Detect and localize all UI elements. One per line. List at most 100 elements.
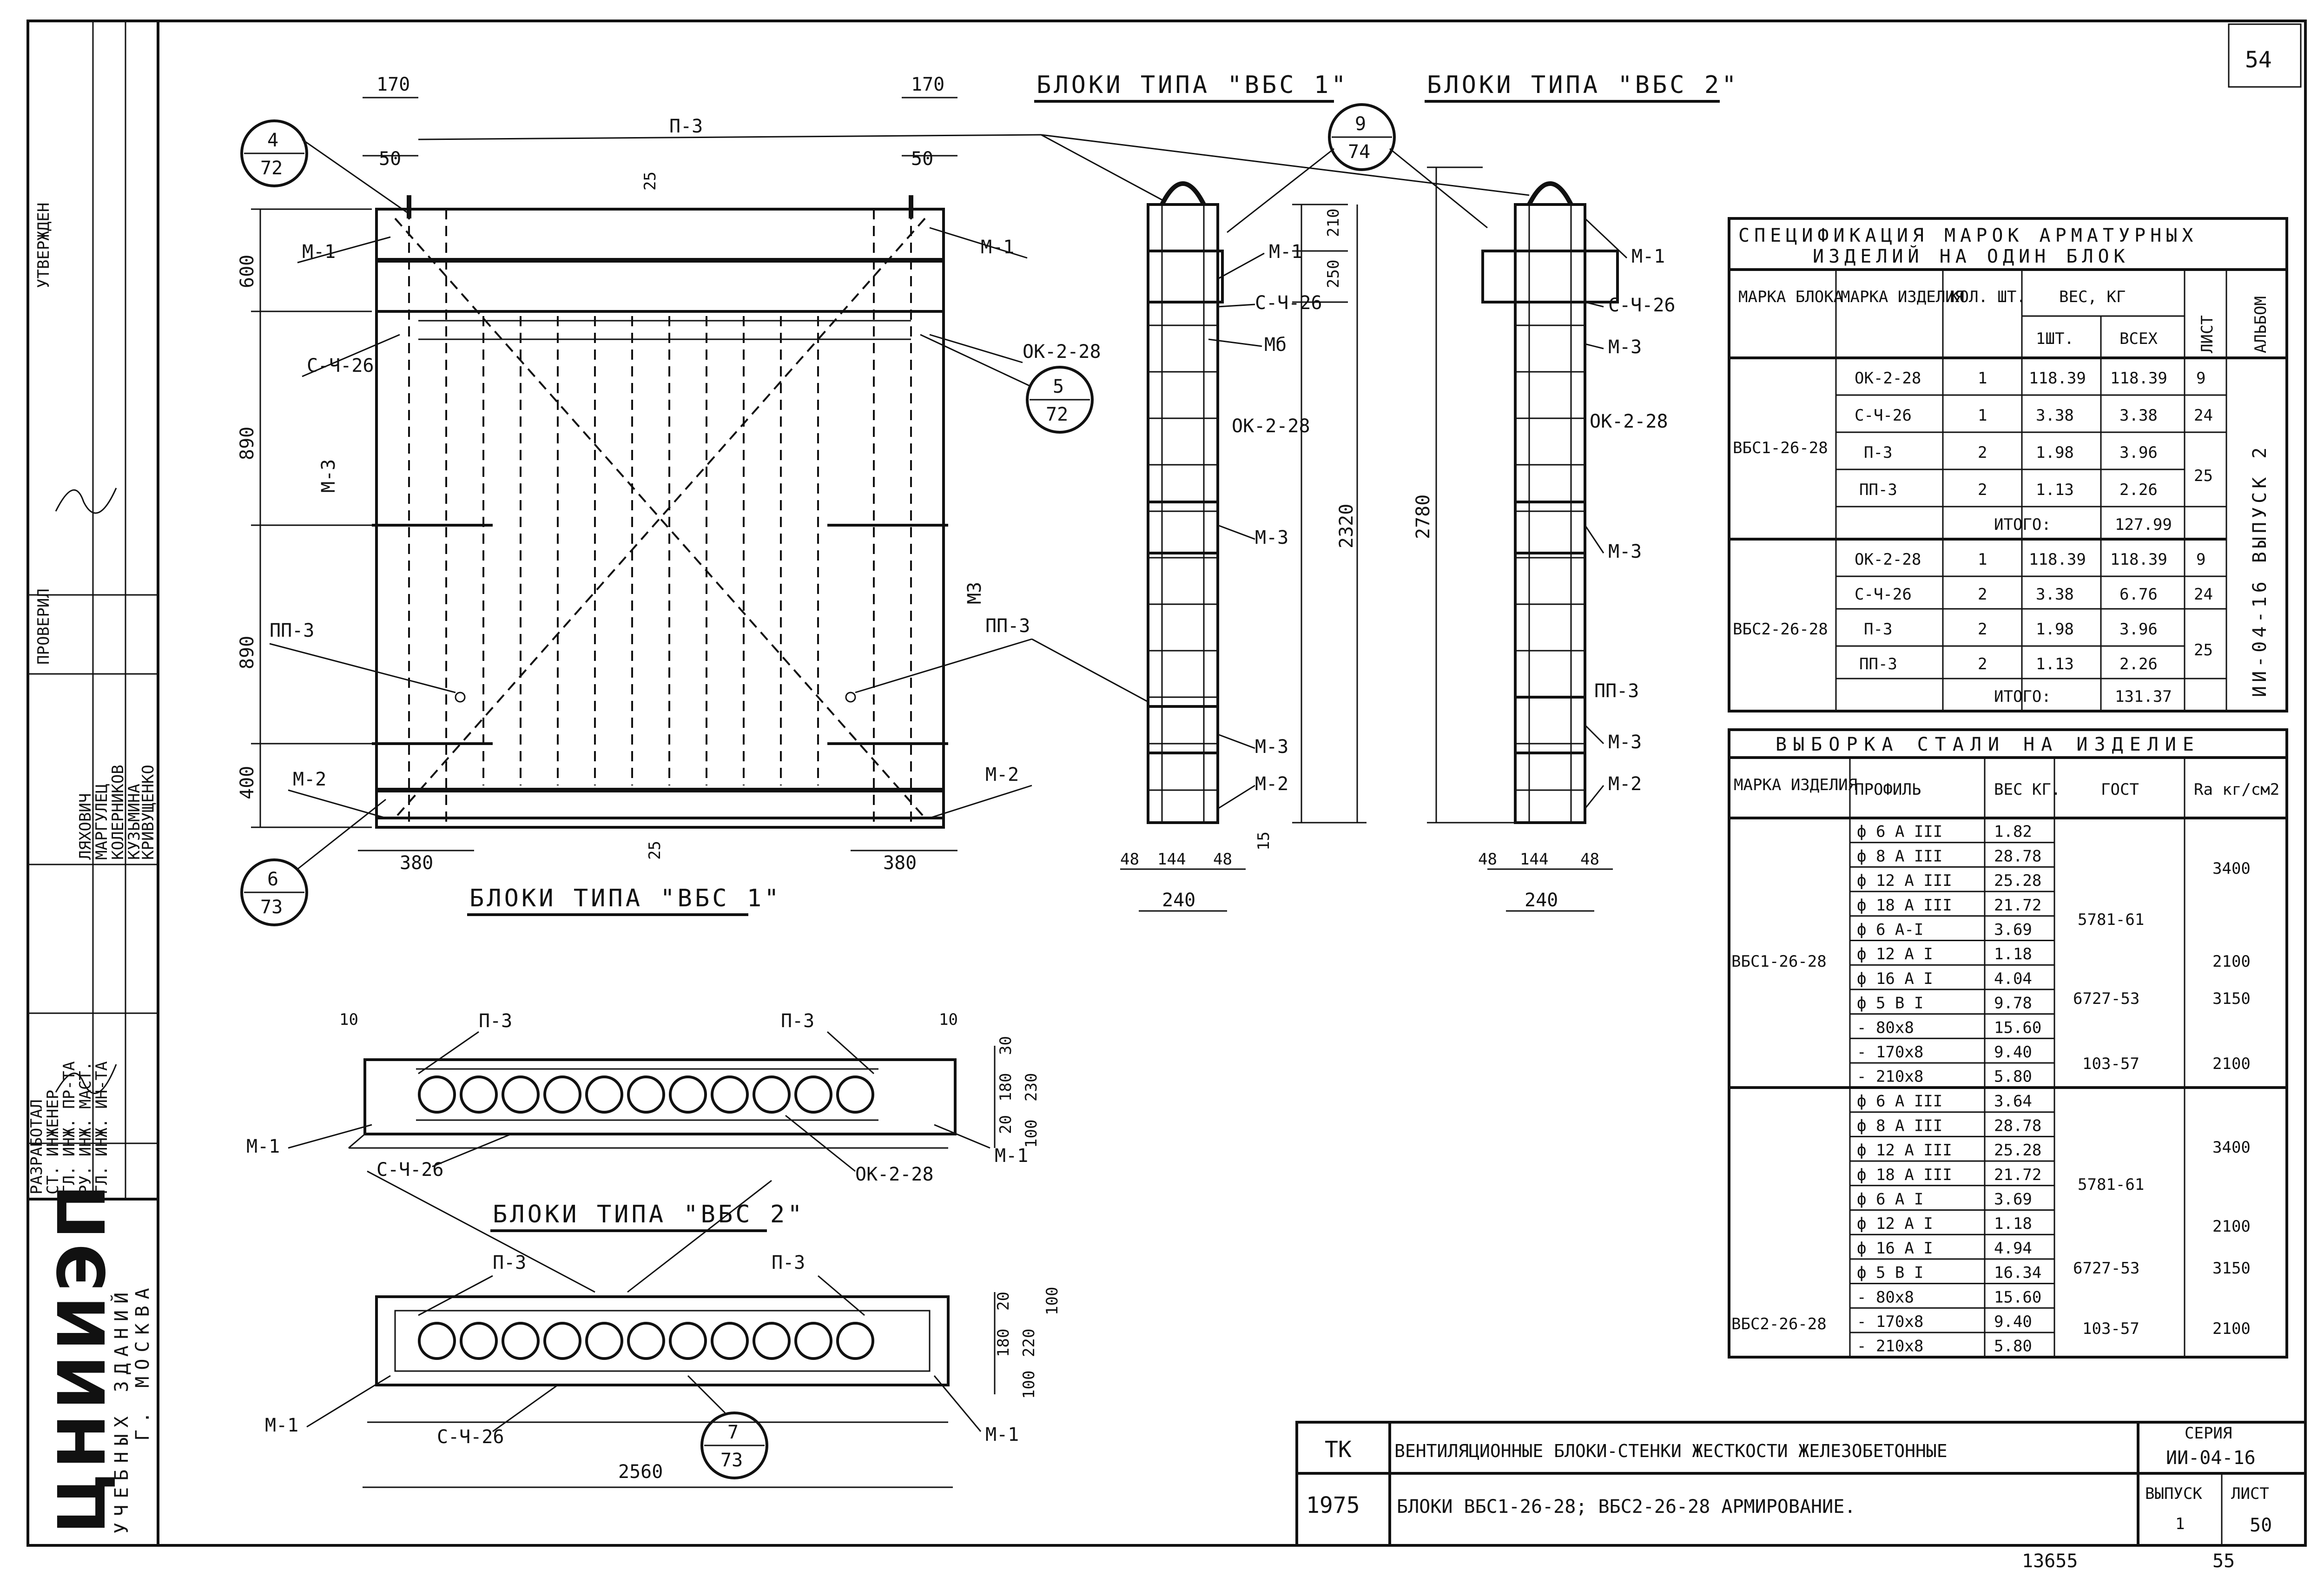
steel-row-profile: ф 12 А III xyxy=(1857,1141,1952,1160)
steel-row-weight: 21.72 xyxy=(1994,896,2041,915)
steel-row-profile: ф 16 А I xyxy=(1857,1239,1933,1258)
leader-p3 xyxy=(1041,134,1162,201)
dim-10-right: 10 xyxy=(939,1010,958,1029)
org-name: ЦНИИЭП xyxy=(45,1180,120,1534)
spec-table: СПЕЦИФИКАЦИЯ МАРОК АРМАТУРНЫХ ИЗДЕЛИЙ НА… xyxy=(1728,217,2288,712)
title-main: ВЕНТИЛЯЦИОННЫЕ БЛОКИ-СТЕНКИ ЖЕСТКОСТИ ЖЕ… xyxy=(1394,1441,1948,1461)
svg-text:2.26: 2.26 xyxy=(2119,481,2158,499)
spec-block-1: ВБС1-26-28 xyxy=(1733,439,1828,457)
spec-album-note: ИИ-04-16 ВЫПУСК 2 xyxy=(2249,444,2271,697)
steel-row-profile: ф 12 А I xyxy=(1857,1214,1933,1233)
sheet-number-top: 54 xyxy=(2245,47,2272,73)
steel-row-weight: 28.78 xyxy=(1994,1116,2041,1135)
spec-total-1: 127.99 xyxy=(2115,515,2172,534)
callout-6-73: 6 73 xyxy=(240,798,386,926)
stamp-role-2: СТ. ИНЖЕНЕР xyxy=(44,1090,62,1194)
plan-vbs2: 2560 20 180 220 100 100 П-3 П-3 М-1 М-1 … xyxy=(265,1170,1062,1488)
steel-row-weight: 4.04 xyxy=(1994,970,2032,988)
label-plan1-s426: С-Ч-26 xyxy=(376,1159,444,1181)
label-side2-ok228: ОК-2-28 xyxy=(1590,411,1668,432)
svg-text:2100: 2100 xyxy=(2212,1217,2251,1236)
dim-400: 400 xyxy=(237,766,258,799)
org-sub-2: Г. МОСКВА xyxy=(132,1281,153,1441)
svg-text:5781-61: 5781-61 xyxy=(2078,910,2144,929)
svg-text:ВСЕХ: ВСЕХ xyxy=(2119,330,2158,348)
svg-text:118.39: 118.39 xyxy=(2110,369,2167,388)
steel-row-weight: 25.28 xyxy=(1994,1141,2041,1160)
label-side2-m1: М-1 xyxy=(1631,246,1665,267)
svg-text:24: 24 xyxy=(2194,585,2213,604)
dim-2780: 2780 xyxy=(1413,495,1434,539)
stamp-role-4: РУ. ИНЖ. МАСТ. xyxy=(76,1061,95,1194)
label-p3: П-3 xyxy=(669,116,703,137)
steel-row-weight: 3.69 xyxy=(1994,921,2032,939)
dim-10-left: 10 xyxy=(339,1010,358,1029)
spec-total-2: 131.37 xyxy=(2115,687,2172,706)
heading-front-vbs1: БЛОКИ ТИПА "ВБС 1" xyxy=(1037,71,1349,99)
heading-front-vbs2: БЛОКИ ТИПА "ВБС 2" xyxy=(1427,71,1739,99)
dim-50-left: 50 xyxy=(379,148,401,170)
dim-210: 210 xyxy=(1324,209,1343,237)
steel-row-weight: 5.80 xyxy=(1994,1337,2032,1356)
stamp-name-3: КОЛЕРНИКОВ xyxy=(109,765,127,860)
label-side2-m2: М-2 xyxy=(1608,773,1642,795)
svg-text:1: 1 xyxy=(1978,369,1987,388)
svg-text:3150: 3150 xyxy=(2212,989,2251,1008)
title-sheet-label: ЛИСТ xyxy=(2231,1484,2269,1503)
label-plan2-s426: С-Ч-26 xyxy=(437,1426,504,1448)
svg-text:103-57: 103-57 xyxy=(2082,1319,2139,1338)
stamp-name-4: МАРГУЛЕЦ xyxy=(92,784,111,860)
svg-text:9: 9 xyxy=(2196,369,2205,388)
label-plan2-p3-right: П-3 xyxy=(772,1252,805,1273)
dim-144-a: 144 xyxy=(1157,850,1186,869)
label-m2-left: М-2 xyxy=(293,769,326,790)
svg-text:2: 2 xyxy=(1978,620,1987,639)
svg-text:3150: 3150 xyxy=(2212,1259,2251,1278)
dim-48-d: 48 xyxy=(1580,850,1599,869)
label-pp3-left: ПП-3 xyxy=(270,620,314,641)
svg-text:103-57: 103-57 xyxy=(2082,1055,2139,1073)
svg-text:П-3: П-3 xyxy=(1864,620,1892,639)
steel-row-profile: ф 12 А III xyxy=(1857,871,1952,890)
label-s426-left: С-Ч-26 xyxy=(307,355,374,376)
dim-890-b: 890 xyxy=(237,636,258,669)
svg-text:9: 9 xyxy=(1355,113,1366,135)
stamp-role-3: ГЛ. ИНЖ. ПР-ТА xyxy=(60,1061,79,1194)
steel-row-profile: - 210х8 xyxy=(1857,1068,1923,1086)
svg-text:МАРКА ИЗДЕЛИЯ: МАРКА ИЗДЕЛИЯ xyxy=(1841,288,1964,306)
dim-2320: 2320 xyxy=(1336,504,1357,548)
stamp-name-5: ЛЯХОВИЧ xyxy=(76,793,95,860)
dim-144-b: 144 xyxy=(1520,850,1548,869)
svg-text:АЛЬБОМ: АЛЬБОМ xyxy=(2251,296,2270,353)
label-plan1-m1-right: М-1 xyxy=(995,1145,1028,1167)
title-code: ТК xyxy=(1325,1437,1352,1463)
org-sub-1: УЧЕБНЫХ ЗДАНИЙ xyxy=(110,1286,132,1534)
label-m3-right: М3 xyxy=(964,582,985,604)
steel-row-profile: ф 6 А I xyxy=(1857,1190,1923,1209)
svg-text:Ra кг/см2: Ra кг/см2 xyxy=(2194,780,2279,799)
label-side1-s426: С-Ч-26 xyxy=(1255,292,1322,314)
svg-text:ВЕС, КГ: ВЕС, КГ xyxy=(2059,288,2126,306)
svg-text:73: 73 xyxy=(720,1450,743,1471)
svg-text:ПП-3: ПП-3 xyxy=(1859,481,1897,499)
svg-text:6727-53: 6727-53 xyxy=(2073,989,2139,1008)
svg-text:1.13: 1.13 xyxy=(2036,655,2074,673)
label-m1-right: М-1 xyxy=(981,237,1014,258)
svg-text:72: 72 xyxy=(1046,404,1068,425)
label-side2-m3c: М-3 xyxy=(1608,732,1642,753)
svg-text:3.38: 3.38 xyxy=(2119,406,2158,425)
steel-row-profile: ф 18 А III xyxy=(1857,1166,1952,1184)
title-year: 1975 xyxy=(1306,1492,1360,1518)
svg-text:118.39: 118.39 xyxy=(2110,550,2167,569)
steel-title: ВЫБОРКА СТАЛИ НА ИЗДЕЛИЕ xyxy=(1776,734,2200,755)
svg-text:5781-61: 5781-61 xyxy=(2078,1175,2144,1194)
label-side1-mb: Мб xyxy=(1264,334,1287,356)
dim-48-a: 48 xyxy=(1120,850,1139,869)
svg-text:1ШТ.: 1ШТ. xyxy=(2036,330,2074,348)
label-plan2-m1-left: М-1 xyxy=(265,1415,298,1436)
svg-text:МАРКА БЛОКА: МАРКА БЛОКА xyxy=(1738,288,1843,306)
callout-9-74: 9 74 xyxy=(1227,103,1488,233)
label-m3-left: М-3 xyxy=(318,459,339,493)
svg-text:72: 72 xyxy=(260,158,283,179)
dim-240-b: 240 xyxy=(1525,890,1558,911)
